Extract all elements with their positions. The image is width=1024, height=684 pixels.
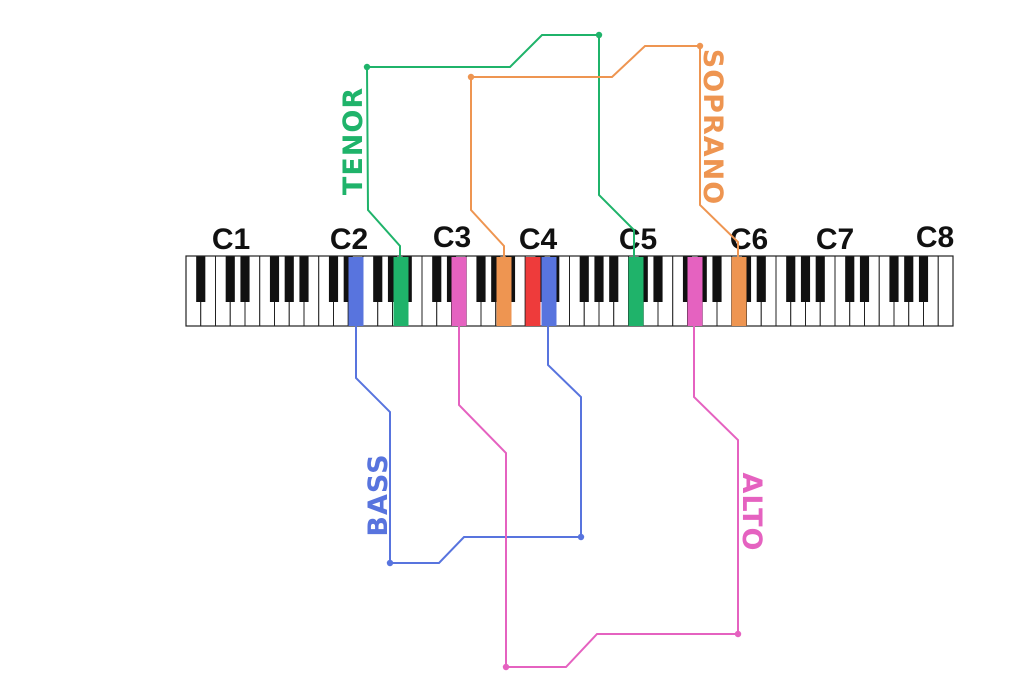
bass-node-right [577, 533, 585, 541]
black-key-a#1[interactable] [299, 256, 309, 302]
alto-node-right [734, 630, 742, 638]
white-key-c8[interactable] [937, 255, 954, 327]
black-key-g#2[interactable] [387, 256, 398, 302]
black-key-d#6[interactable] [756, 256, 766, 302]
black-key-d#7[interactable] [859, 256, 870, 302]
black-key-g#4[interactable] [594, 256, 604, 302]
octave-label-c8: C8 [916, 221, 954, 254]
bass-high-highlight [541, 257, 557, 326]
middle-c-highlight [525, 257, 541, 326]
octave-label-c3: C3 [433, 221, 471, 254]
black-key-d#1[interactable] [240, 256, 250, 302]
alto-high-highlight [687, 257, 703, 326]
octave-labels: C1 C2 C3 C4 C5 C6 C7 C8 [212, 221, 954, 256]
keyboard-frame [185, 255, 954, 327]
alto-low-highlight [451, 257, 467, 326]
black-key-a#0[interactable] [196, 256, 206, 302]
black-key-f#4[interactable] [579, 256, 589, 302]
alto-node-left [502, 663, 510, 671]
bass-label: BASS [363, 453, 394, 536]
soprano-low-highlight [496, 257, 512, 326]
bass-low-highlight [348, 257, 364, 326]
black-key-d#2[interactable] [343, 256, 353, 302]
black-key-f#2[interactable] [373, 256, 383, 302]
soprano-label: SOPRANO [697, 49, 728, 205]
black-key-g#1[interactable] [284, 256, 294, 302]
octave-label-c7: C7 [816, 223, 854, 256]
black-key-a#4[interactable] [609, 256, 619, 302]
black-key-c#2[interactable] [328, 256, 339, 302]
tenor-range-line [365, 34, 635, 258]
tenor-node-left [363, 63, 371, 71]
black-key-g#7[interactable] [904, 256, 914, 302]
black-key-a#5[interactable] [712, 256, 722, 302]
black-key-c#7[interactable] [845, 256, 855, 302]
black-key-c#1[interactable] [225, 256, 235, 302]
black-key-f#3[interactable] [476, 256, 486, 302]
black-key-d#5[interactable] [653, 256, 663, 302]
octave-label-c4: C4 [519, 223, 558, 256]
tenor-label: TENOR [338, 87, 369, 195]
soprano-node-right [696, 42, 704, 50]
black-key-g#6[interactable] [800, 256, 811, 302]
octave-label-c2: C2 [330, 223, 368, 256]
bass-node-left [386, 559, 394, 567]
octave-label-c5: C5 [619, 223, 657, 256]
tenor-high-highlight [628, 257, 644, 326]
black-key-g#3[interactable] [491, 256, 501, 302]
octave-label-c1: C1 [212, 223, 250, 256]
piano-keyboard [185, 255, 954, 327]
alto-label: ALTO [736, 472, 767, 551]
black-key-f#6[interactable] [786, 256, 796, 302]
soprano-high-highlight [731, 257, 747, 326]
range-highlights [348, 257, 747, 326]
black-key-a#7[interactable] [918, 256, 929, 302]
black-key-a#6[interactable] [815, 256, 825, 302]
black-key-c#3[interactable] [432, 256, 442, 302]
tenor-low-highlight [393, 257, 409, 326]
black-key-f#7[interactable] [889, 256, 899, 302]
soprano-range-line [470, 45, 739, 258]
alto-range-line [458, 326, 739, 668]
tenor-node-right [595, 31, 603, 39]
black-key-f#1[interactable] [269, 256, 280, 302]
bass-range-line [355, 326, 582, 564]
soprano-node-left [467, 73, 475, 81]
